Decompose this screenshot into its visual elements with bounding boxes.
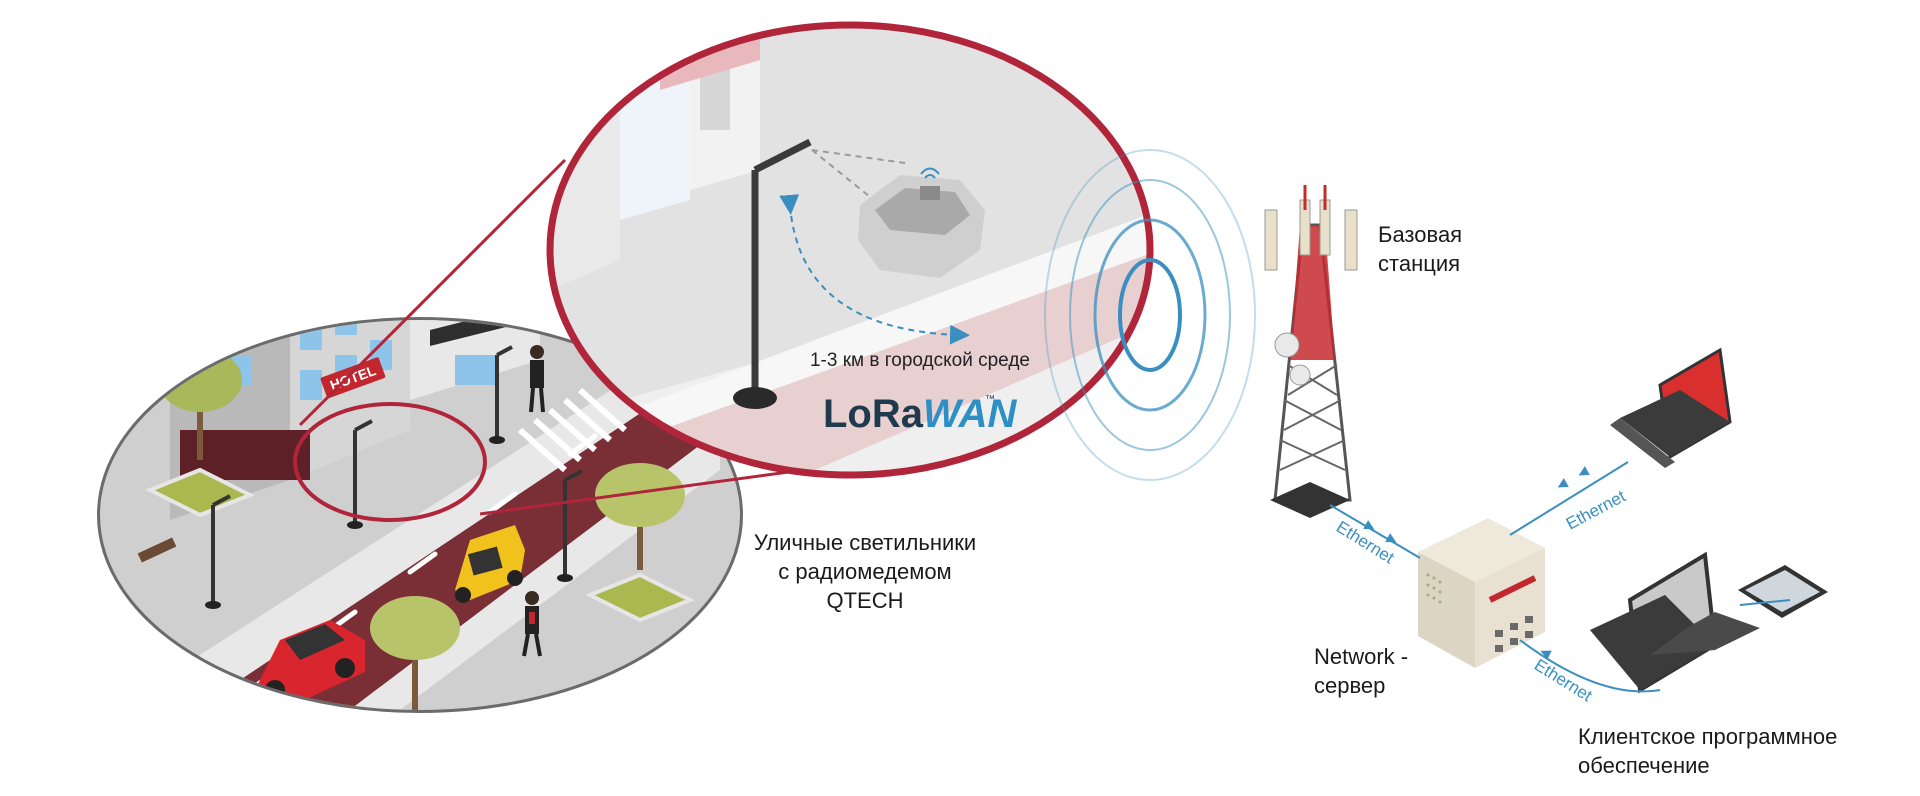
svg-text:LoRaWAN: LoRaWAN [823, 392, 1017, 436]
laptop-icon [1590, 551, 1760, 694]
zoom-connector-top [298, 158, 567, 427]
zoom-connector-bottom [479, 463, 841, 516]
street-lamp-icon [733, 138, 812, 409]
pedestrian-icon [529, 345, 545, 413]
cell-tower-icon [1264, 185, 1358, 518]
tablet-icon [1738, 565, 1828, 618]
lorawan-logo: LoRaWAN ™ [823, 392, 1017, 436]
network-server-label: Network - сервер [1314, 644, 1409, 698]
ethernet-links [1329, 461, 1791, 693]
lamp-highlight-ring [293, 402, 487, 522]
radio-waves [1044, 149, 1256, 481]
server-icon [1418, 518, 1545, 668]
zoom-detail: LoRaWAN ™ [546, 21, 1154, 479]
ethernet-label-laptop-bottom: Ethernet [1531, 655, 1596, 705]
ethernet-label-laptop-top: Ethernet [1563, 486, 1629, 533]
street-lamp-icon [205, 494, 231, 609]
laptop-icon [1610, 347, 1732, 468]
base-station-label: Базовая станция [1378, 222, 1463, 276]
tree-icon [370, 596, 460, 710]
street-lamp-icon [557, 469, 583, 582]
street-lamps-label: Уличные светильники с радиомедемом QTECH [753, 530, 977, 613]
pedestrian-icon [522, 591, 542, 657]
svg-text:™: ™ [985, 394, 995, 405]
range-label: 1-3 км в городской среде [809, 350, 1030, 371]
tree-icon [595, 463, 685, 570]
street-lamp-icon [489, 345, 513, 444]
street-lamp-icon [347, 419, 373, 529]
client-software-label: Клиентское программное обеспечение [1578, 724, 1838, 778]
tuk-tuk-icon [455, 525, 525, 603]
